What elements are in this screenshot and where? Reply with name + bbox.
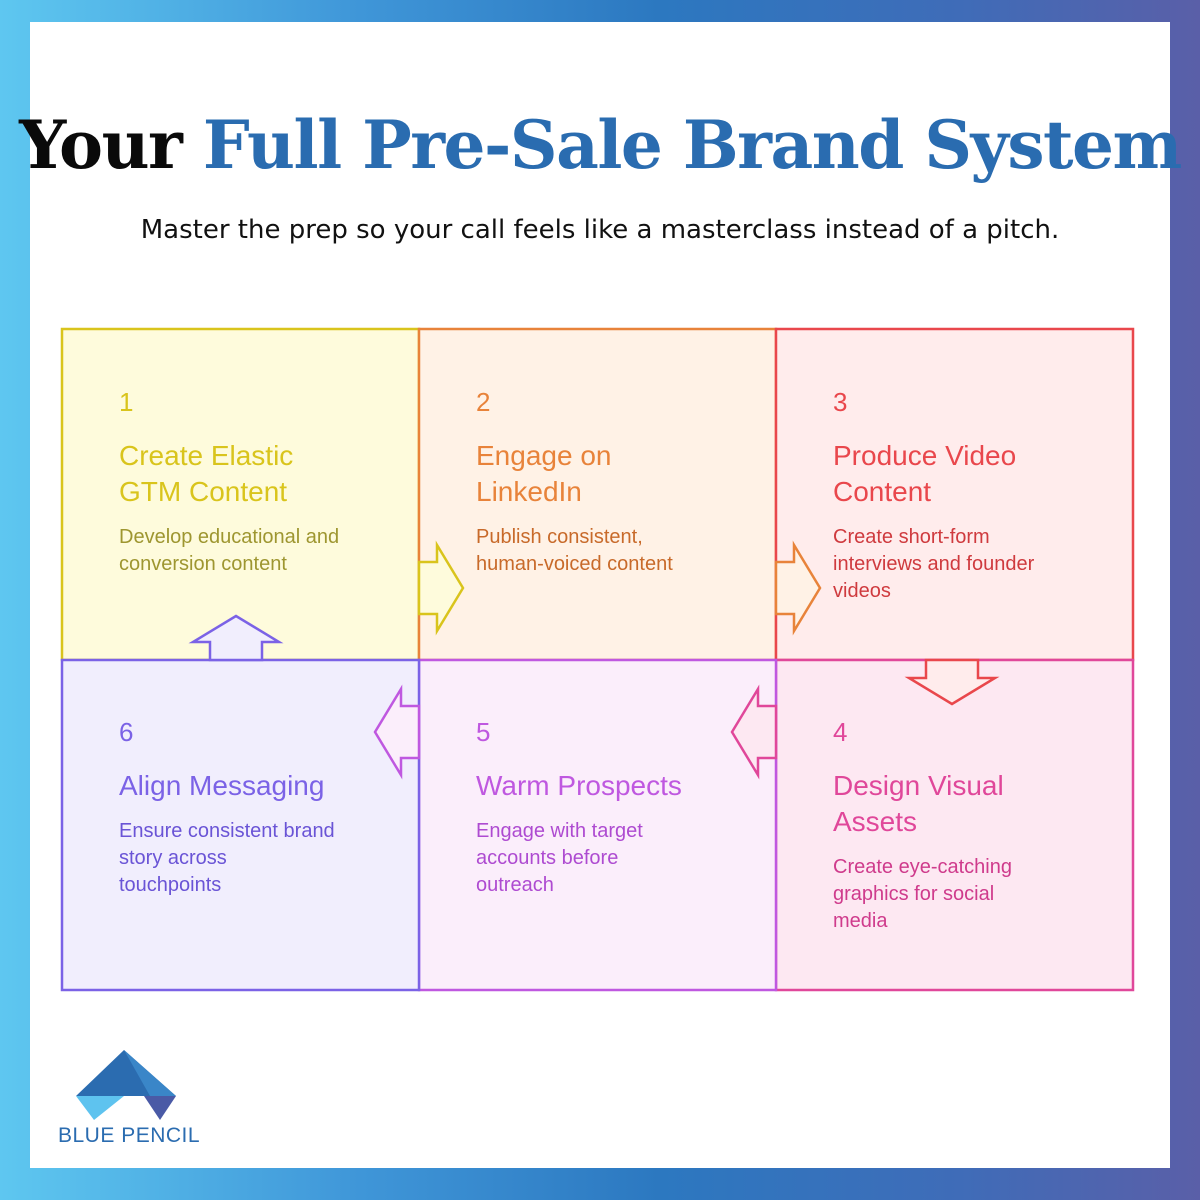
- title-prefix: Your: [19, 106, 183, 184]
- step-number: 5: [476, 717, 491, 747]
- step-title: Align Messaging: [119, 770, 325, 801]
- arrow-step3-to-step4: [904, 658, 1000, 706]
- arrow-step2-to-step3: [774, 540, 822, 636]
- step-3-box: [774, 327, 1135, 662]
- brand-name: BLUE PENCIL: [58, 1124, 201, 1147]
- step-1-box: [60, 327, 421, 662]
- page-subtitle: Master the prep so your call feels like …: [140, 215, 1060, 245]
- step-6-box: [60, 658, 421, 992]
- step-number: 4: [833, 717, 848, 747]
- step-number: 2: [476, 387, 491, 417]
- step-5-box: [417, 658, 778, 992]
- step-2-box: [417, 327, 778, 662]
- arrow-step4-to-step5: [730, 684, 778, 780]
- arrow-step5-to-step6: [373, 684, 421, 780]
- logo-mid-facet: [124, 1050, 176, 1096]
- page-title: Your Full Pre-Sale Brand System: [0, 100, 1200, 190]
- step-number: 6: [119, 717, 134, 747]
- step-number: 3: [833, 387, 848, 417]
- blue-pencil-logo: [76, 1050, 176, 1120]
- step-description: Publish consistent,human-voiced content: [476, 526, 673, 575]
- step-number: 1: [119, 387, 134, 417]
- logo-purple-shard: [144, 1096, 176, 1120]
- arrow-step1-to-step2: [417, 540, 465, 636]
- arrow-step6-to-step1: [188, 614, 284, 662]
- title-accent: Full Pre-Sale Brand System: [202, 106, 1182, 184]
- step-6: 6 Align Messaging Ensure consistent bran…: [119, 716, 399, 899]
- logo-light-shard: [76, 1096, 124, 1120]
- step-title: Warm Prospects: [476, 770, 682, 801]
